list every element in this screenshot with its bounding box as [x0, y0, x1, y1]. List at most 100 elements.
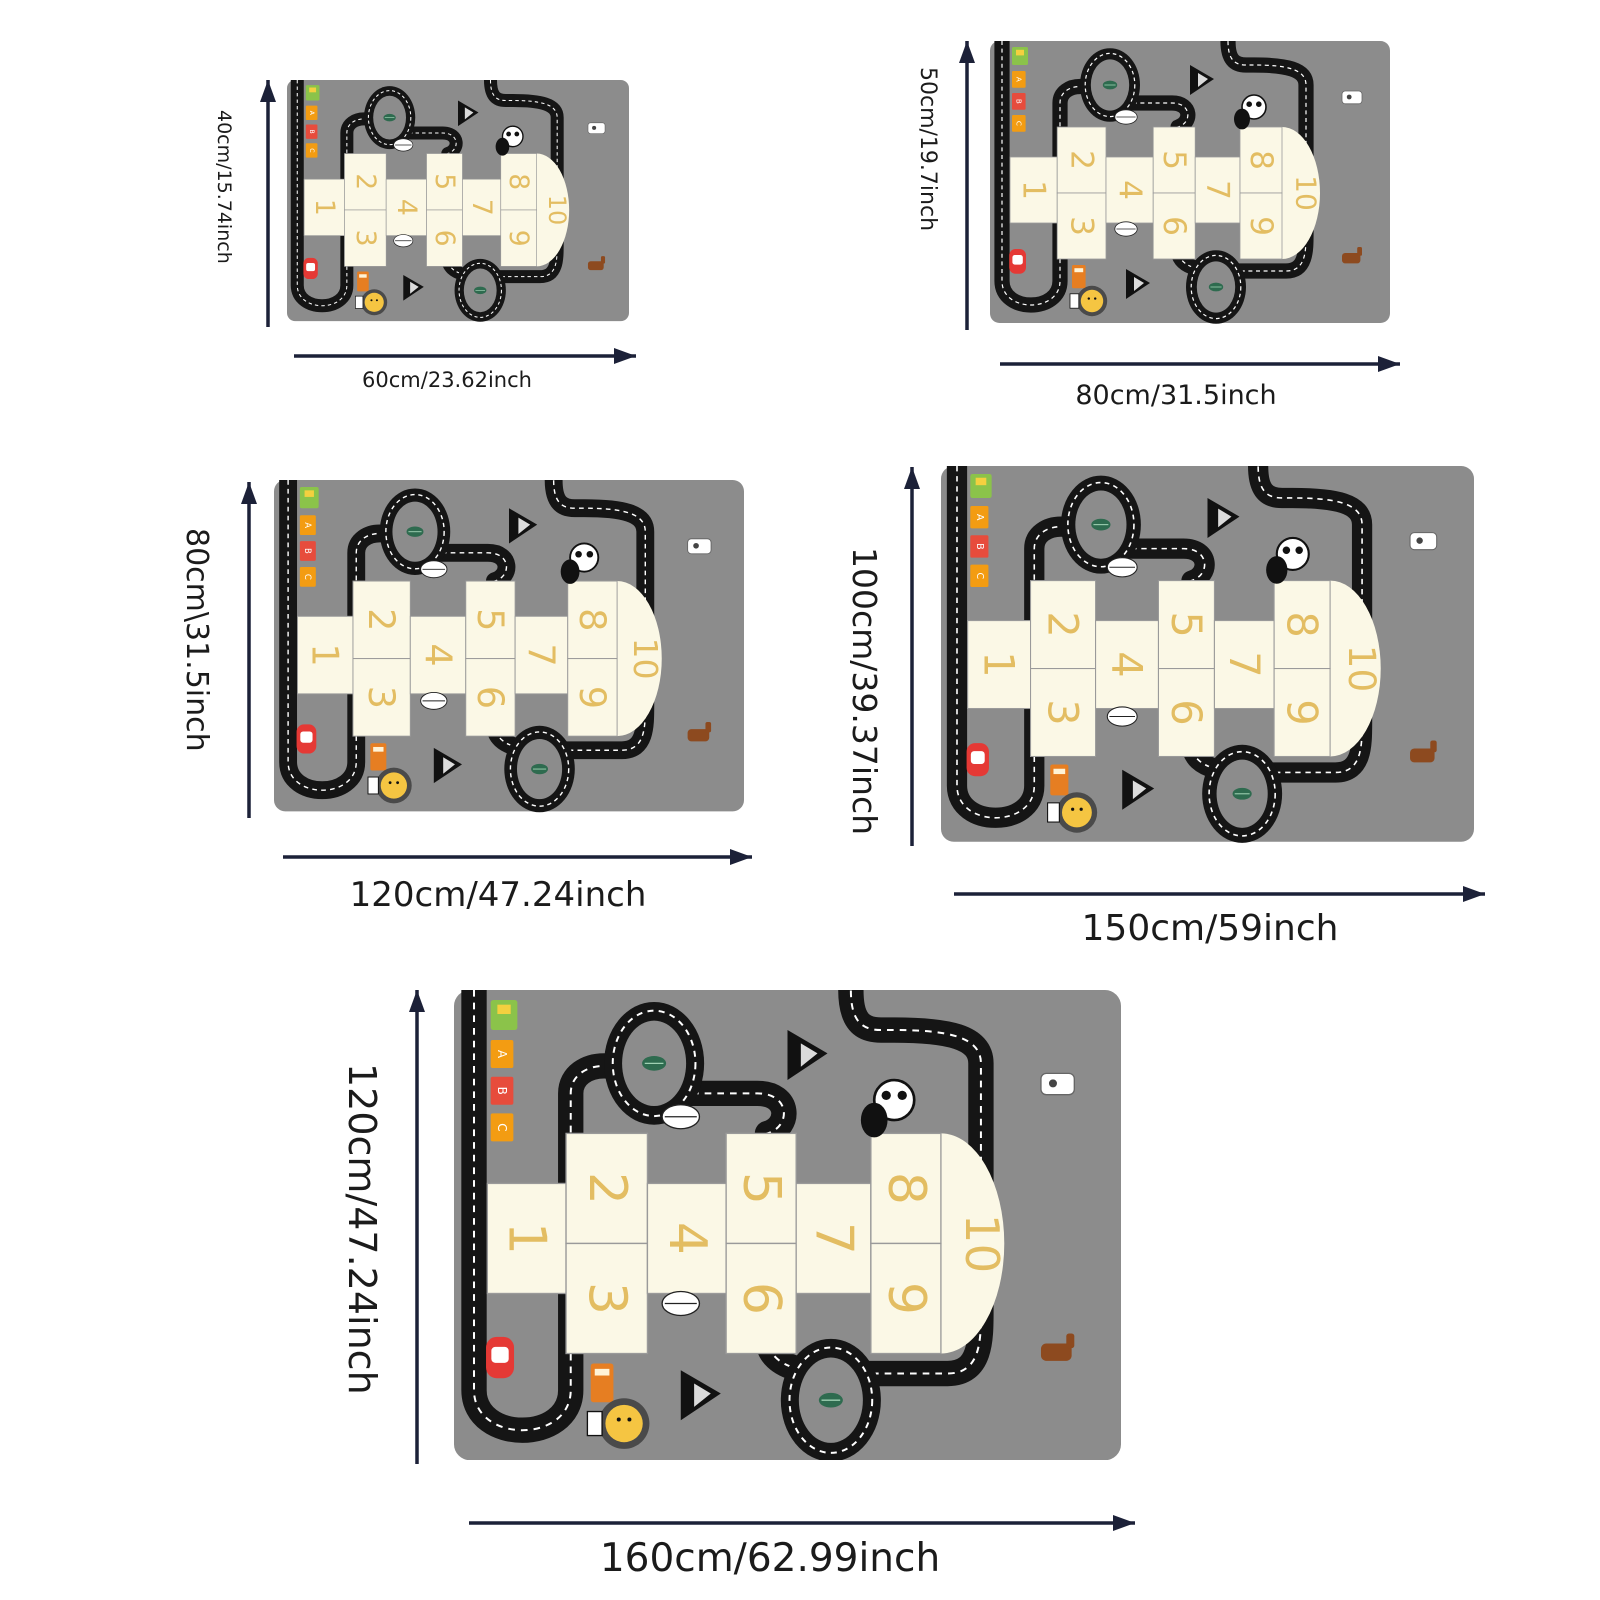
hopscotch-number: 9	[1278, 699, 1327, 725]
roundabout-icon-top	[363, 86, 416, 150]
hopscotch-number: 1	[304, 643, 347, 666]
bus-icon	[1050, 764, 1069, 796]
hopscotch-tile: 7	[1194, 156, 1241, 224]
hopscotch-tile: 5	[725, 1132, 797, 1245]
hopscotch-tile: 1	[486, 1182, 567, 1295]
hopscotch-tile: 9	[870, 1242, 942, 1355]
hopscotch-number: 3	[577, 1282, 637, 1315]
lion-icon	[355, 289, 388, 316]
hopscotch-number: 8	[876, 1172, 936, 1205]
road	[279, 480, 655, 800]
width-label: 150cm/59inch	[1081, 908, 1339, 949]
hopscotch-number: 3	[360, 686, 403, 709]
car-icon	[1009, 249, 1026, 274]
hopscotch-tile: 2	[565, 1132, 649, 1245]
hopscotch-tile: 7	[1213, 620, 1275, 710]
height-arrow	[241, 482, 257, 818]
hopscotch-tile: 6	[465, 658, 516, 737]
train-letter: A	[495, 1050, 509, 1059]
hopscotch-number: 2	[577, 1172, 637, 1205]
hopscotch-tile: 9	[1273, 668, 1331, 758]
hopscotch-tile: 5	[1152, 126, 1196, 194]
hopscotch-number: 6	[1162, 699, 1211, 725]
hopscotch-tile: 3	[1056, 192, 1107, 260]
hopscotch-tile: 3	[565, 1242, 649, 1355]
hopscotch-number: 3	[1039, 699, 1088, 725]
hopscotch-tile: 5	[426, 153, 463, 211]
hopscotch-number: 6	[1156, 216, 1192, 236]
hopscotch-number: 9	[876, 1282, 936, 1315]
hopscotch-number: 1	[975, 651, 1024, 677]
panda-icon	[860, 1078, 916, 1138]
leaf-icon	[474, 286, 487, 295]
panda-icon	[1266, 536, 1310, 584]
road-center-line	[1001, 41, 1307, 306]
height-label: 40cm/15.74inch	[213, 110, 235, 264]
height-arrow	[904, 467, 920, 846]
height-label: 50cm/19.7inch	[915, 66, 940, 231]
train-letter: B	[974, 543, 985, 550]
hopscotch-tile: 8	[870, 1132, 942, 1245]
horse-icon	[1040, 1333, 1075, 1361]
roundabout-icon-top	[1060, 475, 1141, 574]
leaf-icon	[531, 763, 549, 775]
tree-icon	[661, 1290, 701, 1317]
hopscotch-tile: 6	[1157, 668, 1215, 758]
cow-icon	[1409, 532, 1438, 551]
leaf-icon	[818, 1392, 843, 1408]
hopscotch-tile: 4	[409, 615, 467, 695]
horse-icon	[1342, 247, 1362, 264]
width-arrow	[954, 886, 1485, 902]
width-arrow	[283, 849, 752, 865]
width-arrow	[294, 348, 636, 364]
tree-icon	[661, 1104, 701, 1130]
hopscotch-number: 7	[1200, 180, 1236, 200]
tree-icon	[1114, 221, 1138, 237]
lion-icon	[367, 767, 412, 804]
leaf-icon	[1091, 518, 1111, 531]
width-arrow	[469, 1515, 1135, 1531]
tree-icon	[393, 234, 414, 248]
leaf-icon	[642, 1056, 667, 1071]
panda-icon	[560, 542, 600, 584]
hopscotch-tile: 8	[1273, 580, 1331, 670]
tile-10-dome	[536, 153, 570, 267]
mountain-icon	[509, 508, 538, 544]
hopscotch-number: 8	[503, 173, 534, 190]
roundabout-icon-bottom	[1186, 250, 1246, 324]
roundabout-icon-bottom	[780, 1338, 881, 1460]
mountain-icon	[1122, 769, 1155, 810]
horse-icon	[587, 256, 606, 271]
leaf-icon	[1102, 80, 1118, 90]
bus-icon	[357, 271, 369, 292]
tile-10-dome	[940, 1133, 1005, 1354]
car-icon	[303, 257, 318, 280]
width-label: 120cm/47.24inch	[349, 875, 647, 915]
hopscotch-number: 4	[391, 199, 422, 216]
roundabout-icon-bottom	[1202, 744, 1283, 843]
roundabout-icon-bottom	[504, 725, 575, 813]
hopscotch-tile: 2	[1030, 580, 1097, 670]
height-arrow	[260, 80, 276, 327]
tile-10-dome	[1282, 127, 1320, 259]
hopscotch-number: 4	[1112, 180, 1148, 200]
roundabout-icon-top	[604, 1002, 705, 1125]
height-label: 120cm/47.24inch	[340, 1062, 384, 1395]
hopscotch-number: 1	[309, 199, 340, 216]
cow-icon	[687, 538, 712, 555]
train-letter: A	[303, 522, 313, 528]
train-letter: C	[495, 1123, 509, 1131]
train-letter: C	[974, 572, 985, 579]
tree-icon	[1106, 706, 1138, 727]
tree-icon	[420, 691, 448, 710]
train-icon: ABC	[1012, 47, 1028, 132]
hopscotch-number: 3	[1064, 216, 1100, 236]
hopscotch-number: 6	[429, 230, 460, 247]
hopscotch-number: 10	[1290, 175, 1323, 211]
